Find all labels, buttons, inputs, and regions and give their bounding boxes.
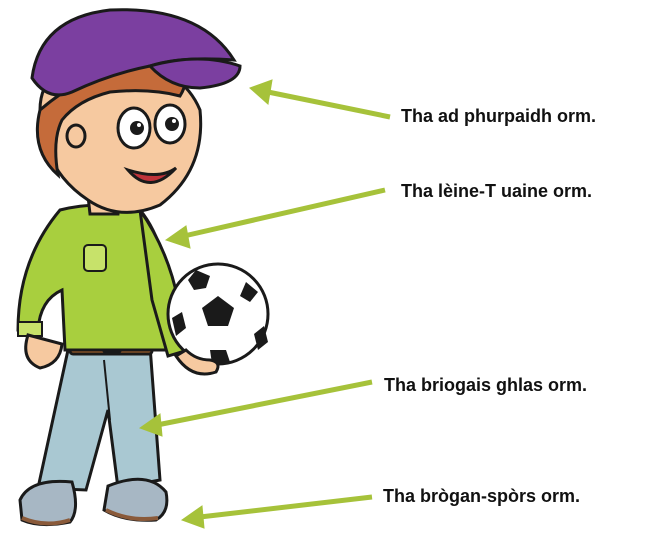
- shirt: [18, 205, 188, 356]
- label-shirt: Tha lèine-T uaine orm.: [401, 181, 592, 202]
- shoes: [20, 479, 167, 524]
- label-trousers: Tha briogais ghlas orm.: [384, 375, 587, 396]
- label-hat: Tha ad phurpaidh orm.: [401, 106, 596, 127]
- label-shoes: Tha brògan-spòrs orm.: [383, 486, 580, 507]
- soccer-ball-icon: [168, 264, 268, 364]
